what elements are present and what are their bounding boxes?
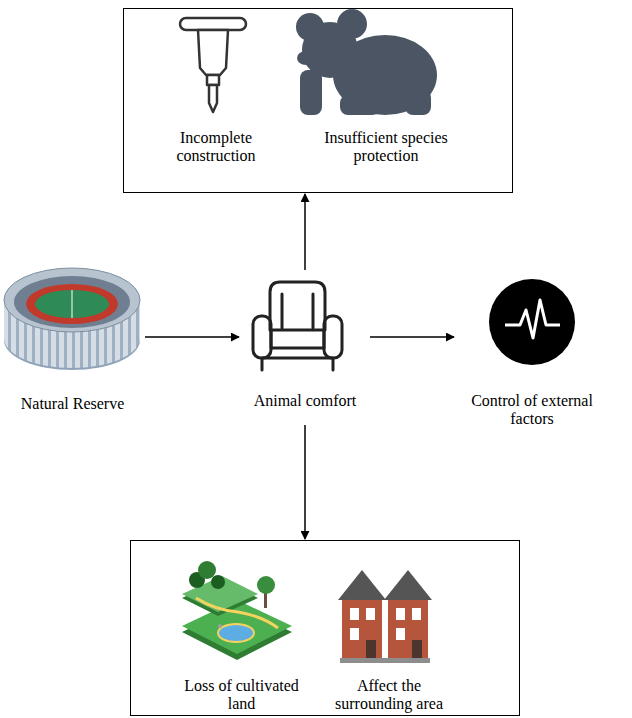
node-label: Natural Reserve	[0, 395, 145, 413]
icon-part	[342, 598, 382, 660]
icon-part	[489, 279, 575, 365]
arrow-connector	[370, 336, 454, 338]
icon-part	[396, 608, 405, 620]
icon-part	[198, 561, 216, 579]
icon-part	[296, 13, 324, 41]
node-label: Insufficient species protection	[306, 129, 466, 165]
icon-part	[337, 9, 367, 39]
icon-part	[282, 294, 313, 328]
pulse-icon	[489, 279, 575, 365]
icon-part	[198, 30, 228, 75]
node-label: Loss of cultivated land	[174, 677, 309, 713]
icon-part	[350, 628, 359, 640]
arrow-connector	[304, 425, 306, 539]
icon-part	[72, 290, 73, 318]
icon-part	[396, 628, 405, 640]
arrow-connector	[145, 336, 239, 338]
node-label: Animal comfort	[240, 392, 370, 410]
icon-part	[297, 51, 315, 65]
icon-part	[350, 608, 359, 620]
icon-part	[340, 658, 430, 663]
icon-part	[262, 358, 333, 370]
icon-part	[384, 570, 432, 600]
icon-part	[253, 316, 271, 358]
icon-part	[35, 290, 109, 318]
icon-part	[505, 300, 560, 338]
reserve-node: Natural Reserve	[0, 245, 145, 425]
comfort-node: Animal comfort	[240, 270, 370, 425]
icon-part	[324, 316, 342, 358]
icon-part	[211, 575, 225, 589]
icon-part	[270, 282, 325, 330]
icon-part	[207, 75, 219, 85]
node-label: Incomplete construction	[161, 129, 271, 165]
problem-box: Incomplete construction Insufficient spec…	[123, 8, 513, 193]
icon-part	[14, 276, 130, 328]
icon-part	[366, 640, 376, 660]
icon-part	[405, 90, 431, 115]
impact-box: Loss of cultivated land Affect the surrou…	[130, 540, 520, 716]
jackhammer-icon	[180, 18, 246, 112]
arrow-connector	[304, 194, 306, 270]
icon-part	[257, 576, 275, 594]
icon-part	[300, 70, 322, 115]
icon-part	[340, 95, 380, 115]
icon-part	[218, 624, 222, 628]
icon-part	[218, 624, 254, 642]
houses-icon	[338, 570, 432, 663]
armchair-icon	[253, 282, 342, 370]
stadium-icon	[4, 268, 140, 370]
icon-part	[26, 284, 118, 324]
control-node: Control of external factors	[455, 270, 610, 445]
icon-part	[209, 85, 217, 112]
koala-icon	[296, 9, 437, 115]
node-label: Control of external factors	[457, 392, 607, 428]
icon-part	[180, 18, 246, 30]
icon-part	[4, 268, 140, 332]
icon-part	[271, 330, 324, 348]
icon-part	[412, 640, 422, 660]
icon-part	[412, 608, 421, 620]
land-icon	[182, 561, 292, 660]
icon-part	[338, 570, 386, 600]
node-label: Affect the surrounding area	[323, 677, 455, 713]
icon-part	[388, 598, 428, 660]
icon-part	[366, 608, 375, 620]
